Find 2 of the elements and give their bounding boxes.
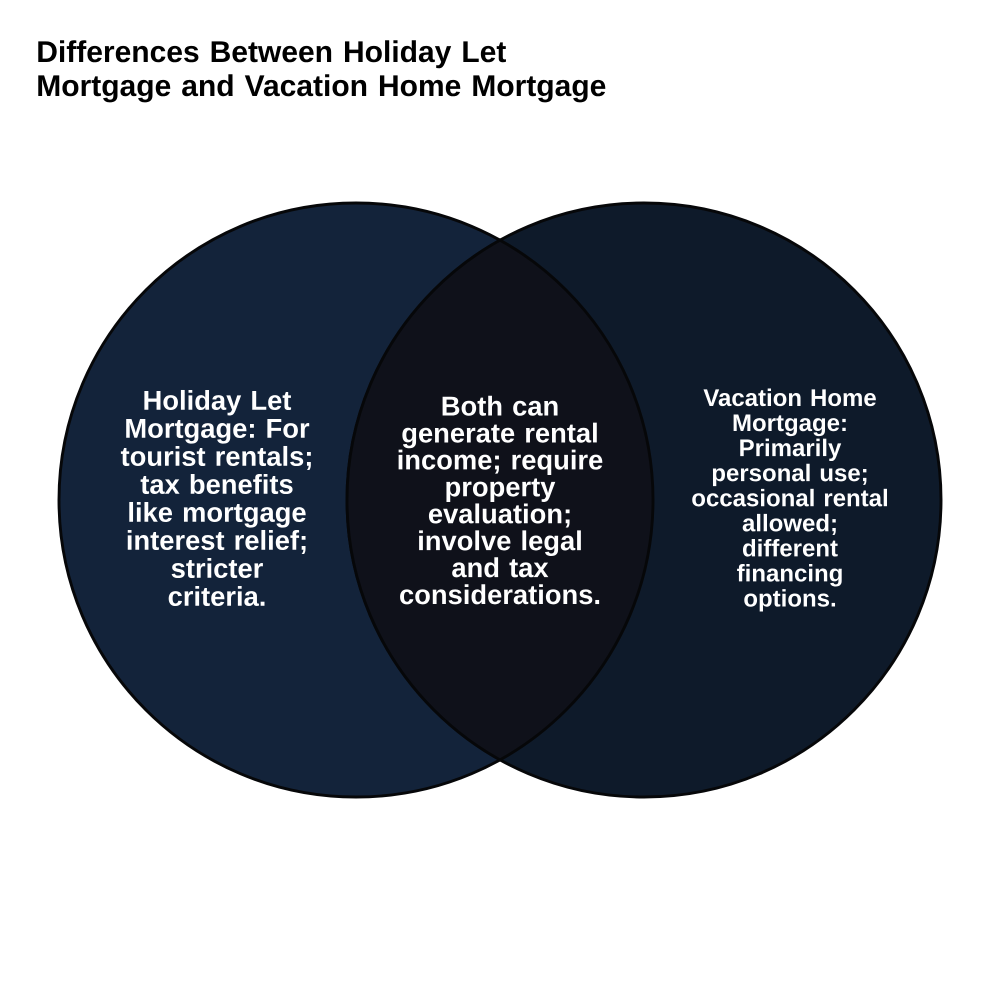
venn-overlap: Both can generate rental income; require property evaluation; involve legal and tax considerations.: [345, 202, 655, 798]
title: Differences Between Holiday Let Mortgage and Vacation Home Mortgage: [38, 40, 606, 102]
